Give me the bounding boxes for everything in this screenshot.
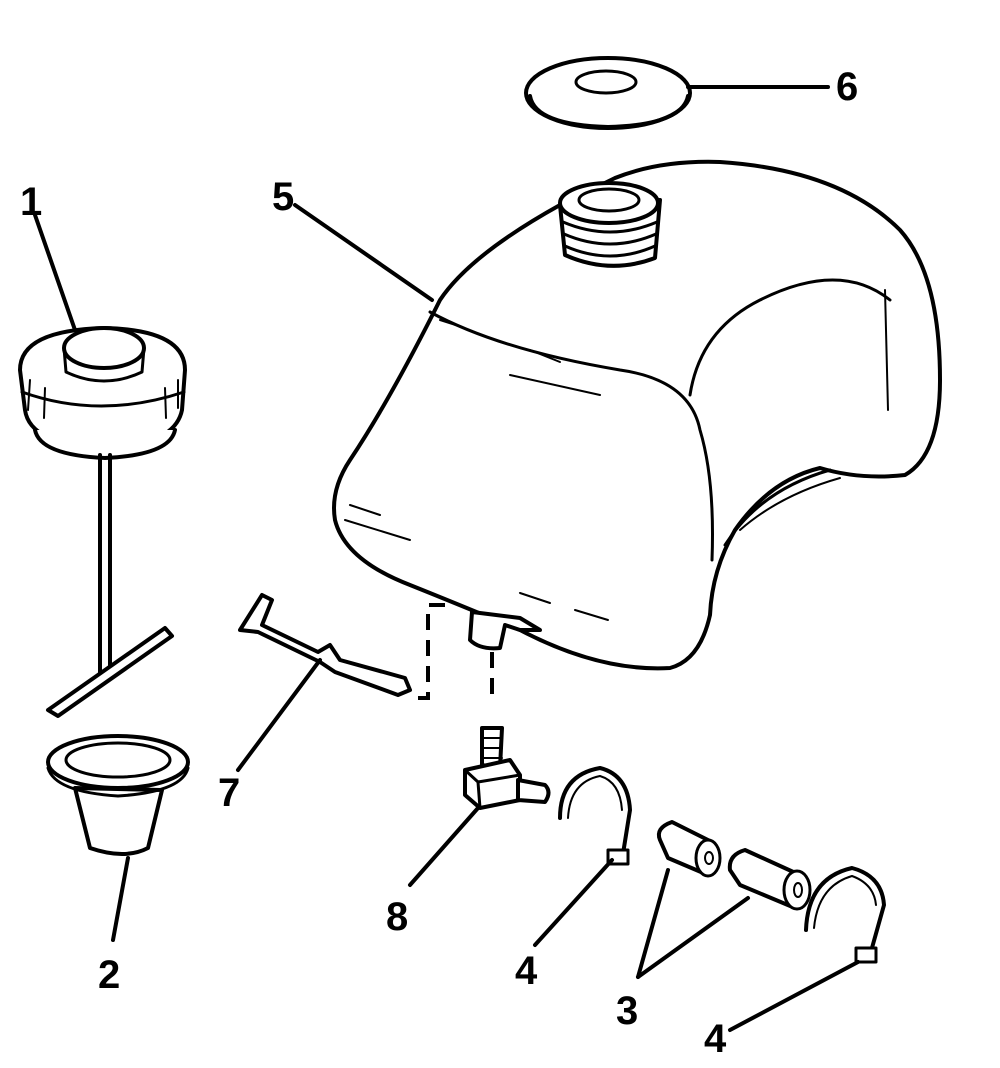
callout-labels: 1 2 3 4 4 5 6 7 8 <box>20 65 858 1061</box>
leader-lines <box>33 85 860 1032</box>
part-3-hose-sections <box>656 820 812 911</box>
part-7-bracket <box>238 593 412 697</box>
callout-4-upper: 4 <box>515 949 538 993</box>
callout-5: 5 <box>272 175 294 219</box>
part-1-fuel-cap <box>18 326 187 718</box>
callout-4-lower: 4 <box>704 1017 727 1061</box>
callout-7: 7 <box>218 771 240 815</box>
part-4-hose-clamp-lower <box>804 866 886 964</box>
callout-3: 3 <box>616 989 638 1033</box>
callout-8: 8 <box>386 895 408 939</box>
part-8-elbow-fitting <box>463 726 551 810</box>
callout-2: 2 <box>98 953 120 997</box>
callout-1: 1 <box>20 180 42 224</box>
callout-6: 6 <box>836 65 858 109</box>
assembly-guide-lines <box>408 603 494 700</box>
part-2-grommet <box>46 734 190 856</box>
part-4-hose-clamp-upper <box>558 766 632 866</box>
part-5-fuel-tank <box>332 159 942 671</box>
part-6-washer <box>524 56 692 130</box>
